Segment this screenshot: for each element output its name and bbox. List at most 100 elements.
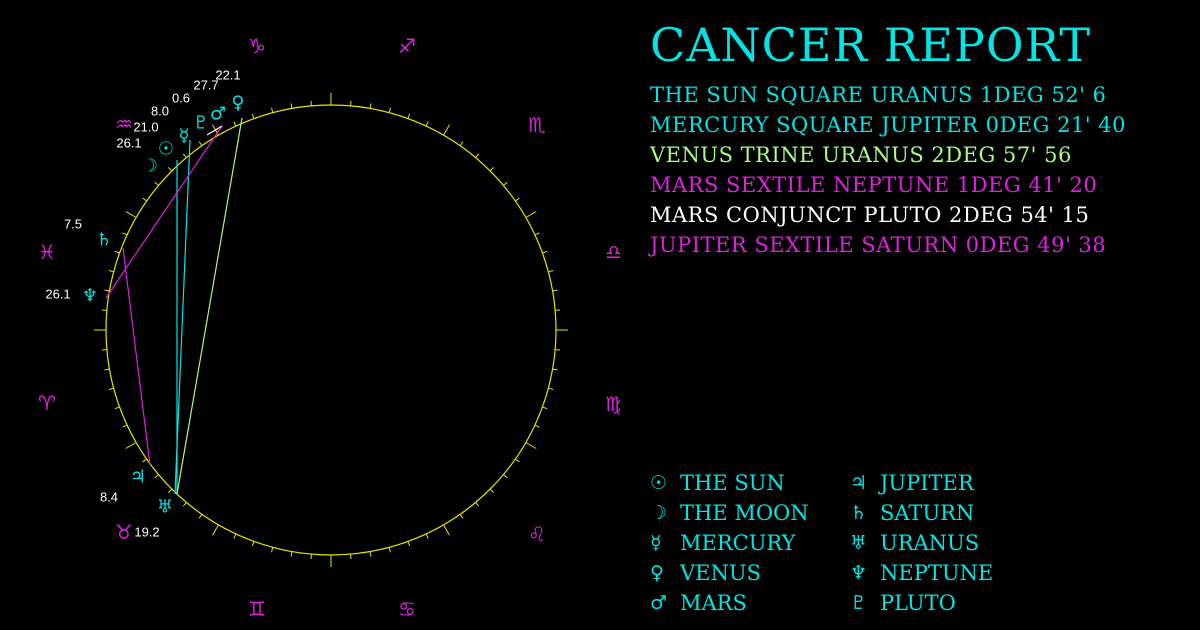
wheel-minor-tick [104, 368, 110, 371]
legend-label: JUPITER [880, 471, 974, 495]
wheel-minor-tick [542, 250, 548, 254]
mercury-degree: 8.0 [151, 104, 169, 119]
aspect-line-mercury-jupiter [174, 139, 191, 495]
libra-icon: ♎ [605, 240, 620, 264]
uranus-icon: ♅ [850, 532, 868, 554]
wheel-minor-tick [407, 541, 411, 547]
wheel-minor-tick [168, 167, 173, 172]
wheel-minor-tick [489, 167, 494, 172]
legend-item-uranus: ♅ URANUS [850, 528, 1050, 558]
leo-icon: ♌ [528, 522, 546, 546]
legend-item-venus: ♀VENUS [650, 558, 850, 588]
wheel-major-tick [125, 442, 137, 449]
aspect-line-mars-pluto [206, 125, 223, 136]
legend-item-saturn: ♄SATURN [850, 498, 1050, 528]
aspect-list: THE SUN SQUARE URANUS 1DEG 52' 6 MERCURY… [650, 80, 1126, 260]
wheel-minor-tick [154, 474, 159, 479]
wheel-major-tick [125, 211, 137, 218]
saturn-degree: 7.5 [64, 217, 82, 232]
jupiter-icon: ♃ [130, 467, 146, 488]
aspect-item: VENUS TRINE URANUS 2DEG 57' 56 [650, 143, 1072, 167]
wheel-minor-tick [407, 113, 411, 119]
wheel-minor-tick [459, 514, 464, 519]
mercury-icon: ☿ [650, 532, 662, 554]
aspect-item: JUPITER SEXTILE SATURN 0DEG 49' 38 [650, 233, 1107, 257]
wheel-minor-tick [548, 387, 554, 390]
wheel-major-tick [525, 442, 537, 449]
taurus-icon: ♉ [115, 520, 133, 544]
mars-icon: ♂ [650, 592, 668, 614]
legend-item-jupiter: ♃ JUPITER [850, 468, 1050, 498]
wheel-minor-tick [369, 103, 372, 109]
wheel-minor-tick [503, 181, 508, 186]
wheel-minor-tick [122, 424, 128, 428]
wheel-minor-tick [459, 141, 464, 146]
wheel-minor-tick [534, 424, 540, 428]
wheel-minor-tick [168, 488, 173, 493]
wheel-minor-tick [182, 502, 187, 507]
wheel-minor-tick [552, 289, 558, 292]
wheel-minor-tick [425, 533, 429, 539]
moon-icon: ☽ [650, 502, 668, 524]
aspect-item: MARS CONJUNCT PLUTO 2DEG 54' 15 [650, 203, 1090, 227]
wheel-minor-tick [104, 289, 110, 292]
aspect-item: MERCURY SQUARE JUPITER 0DEG 21' 40 [650, 113, 1126, 137]
sun-icon: ☉ [650, 472, 668, 494]
pluto-degree: 0.6 [172, 91, 190, 106]
sun-degree: 21.0 [133, 120, 158, 135]
mars-degree: 27.7 [193, 78, 218, 93]
jupiter-icon: ♃ [850, 472, 868, 494]
pisces-icon: ♓ [38, 240, 56, 264]
wheel-minor-tick [114, 406, 120, 410]
wheel-minor-tick [534, 232, 540, 236]
aspect-lines [105, 117, 243, 495]
wheel-minor-tick [114, 250, 120, 254]
legend-item-mars: ♂MARS [650, 588, 850, 618]
legend-item-sun: ☉THE SUN [650, 468, 850, 498]
planet-legend: ☉THE SUN ♃JUPITER ☽THE MOON ♄SATURN ☿MER… [650, 468, 1050, 618]
aspect-line-jupiter-saturn [122, 247, 151, 466]
legend-label: VENUS [680, 561, 761, 585]
sagittarius-icon: ♐ [398, 34, 416, 58]
wheel-major-tick [212, 524, 219, 536]
virgo-icon: ♍ [605, 392, 620, 416]
wheel-major-tick [443, 524, 450, 536]
wheel-minor-tick [271, 107, 274, 113]
capricorn-icon: ♑ [248, 34, 266, 58]
wheel-circle [105, 104, 557, 556]
wheel-minor-tick [489, 488, 494, 493]
venus-icon: ♀ [231, 93, 244, 114]
wheel-minor-tick [290, 103, 293, 109]
wheel-minor-tick [475, 502, 480, 507]
legend-item-moon: ☽THE MOON [650, 498, 850, 528]
wheel-minor-tick [425, 121, 429, 127]
pluto-icon: ♇ [193, 113, 209, 134]
astrology-wheel: ♑ ♐ ♏ ♎ ♍ ♌ ♋ ♊ ♉ ♈ ♓ ♒ ♀ ♂ ♇ ☿ ☉ ☽ ♄ ♆ … [38, 34, 620, 621]
legend-item-pluto: ♇PLUTO [850, 588, 1050, 618]
wheel-minor-tick [198, 514, 203, 519]
neptune-icon: ♆ [850, 562, 868, 584]
cancer-icon: ♋ [398, 597, 416, 621]
wheel-minor-tick [515, 197, 520, 202]
wheel-minor-tick [251, 113, 255, 119]
scorpio-icon: ♏ [528, 113, 546, 137]
wheel-minor-tick [369, 551, 372, 557]
uranus-degree: 19.2 [134, 525, 159, 540]
aspect-item: THE SUN SQUARE URANUS 1DEG 52' 6 [650, 83, 1107, 107]
legend-label: NEPTUNE [880, 561, 994, 585]
wheel-minor-tick [233, 121, 237, 127]
saturn-icon: ♄ [96, 230, 112, 251]
wheel-minor-tick [388, 547, 391, 553]
wheel-ticks [94, 93, 568, 567]
uranus-icon: ♅ [157, 497, 173, 518]
moon-icon: ☽ [142, 156, 158, 177]
page-title: CANCER REPORT [650, 18, 1092, 72]
wheel-minor-tick [388, 107, 391, 113]
wheel-minor-tick [122, 232, 128, 236]
jupiter-degree: 8.4 [100, 490, 118, 505]
legend-label: URANUS [880, 531, 980, 555]
aspect-line-venus-uranus [176, 117, 243, 495]
wheel-minor-tick [552, 368, 558, 371]
wheel-minor-tick [154, 181, 159, 186]
mars-icon: ♂ [210, 104, 226, 125]
